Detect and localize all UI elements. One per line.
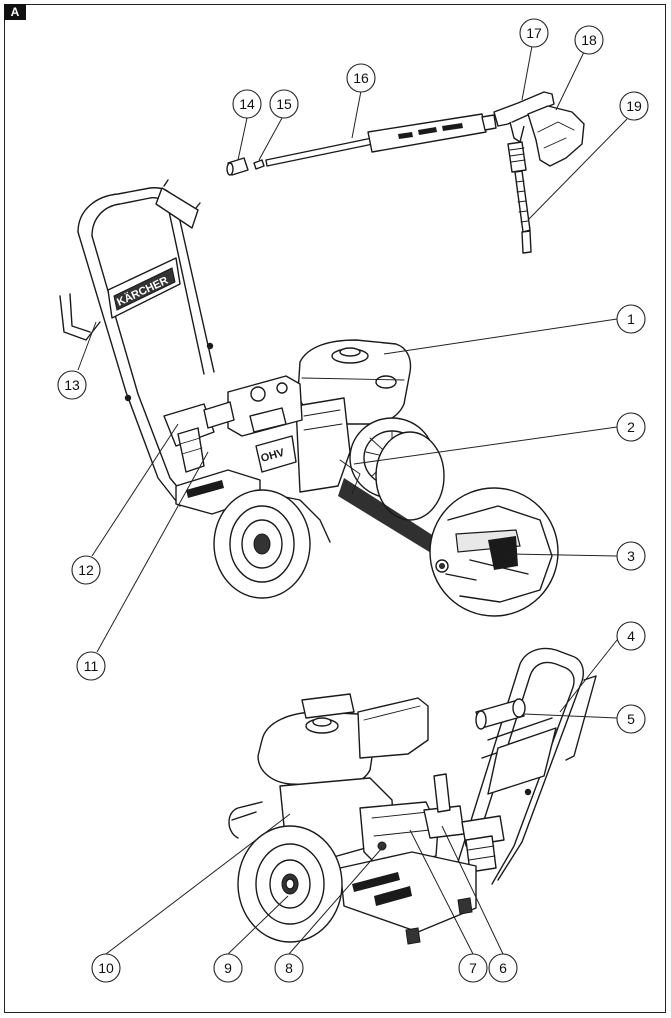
callout-16-label: 16 [353,70,369,86]
callout-2: 2 [616,412,646,442]
callout-3-label: 3 [627,548,635,564]
callout-13: 13 [57,370,87,400]
nozzle-cap [226,157,249,176]
engine-bottom [228,693,505,945]
figure-tag: A [4,4,26,20]
callout-17-label: 17 [526,25,542,41]
callout-4-label: 4 [627,628,635,644]
callout-9: 9 [213,953,243,983]
leader-lines [77,45,628,955]
callout-12: 12 [71,555,101,585]
front-wheel-top [213,431,445,599]
callout-6-label: 6 [499,960,507,976]
callout-7-label: 7 [469,960,477,976]
callout-4: 4 [616,621,646,651]
nozzle-insert [253,159,265,170]
callout-5: 5 [616,704,646,734]
callout-7: 7 [458,953,488,983]
callout-9-label: 9 [224,960,232,976]
callout-18: 18 [574,25,604,55]
callout-13-label: 13 [64,377,80,393]
callout-11-label: 11 [84,658,99,674]
callout-19: 19 [619,91,649,121]
callout-6: 6 [488,953,518,983]
callout-8-label: 8 [285,960,293,976]
callout-19-label: 19 [626,98,642,114]
callout-14-label: 14 [239,96,255,112]
detail-magnifier [338,478,559,617]
callout-10: 10 [91,953,121,983]
callout-2-label: 2 [627,419,635,435]
callout-12-label: 12 [78,562,94,578]
callout-17: 17 [519,18,549,48]
callout-15: 15 [269,89,299,119]
figure-frame [4,4,666,1013]
trigger-gun [493,91,585,167]
high-pressure-hose [507,141,532,254]
rear-wheel-bottom [237,825,343,943]
brand-plate: KÄRCHER [107,257,181,319]
callout-3: 3 [616,541,646,571]
callout-11: 11 [76,651,106,681]
callout-14: 14 [232,89,262,119]
push-handle-frame [59,179,215,507]
callout-1: 1 [616,304,646,334]
callout-8: 8 [274,953,304,983]
callout-15-label: 15 [276,96,292,112]
callout-5-label: 5 [627,711,635,727]
callout-10-label: 10 [98,960,114,976]
callout-16: 16 [346,63,376,93]
handle-frame-bottom [457,647,597,885]
spray-lance [265,113,497,167]
callout-1-label: 1 [627,311,635,327]
callout-18-label: 18 [581,32,597,48]
